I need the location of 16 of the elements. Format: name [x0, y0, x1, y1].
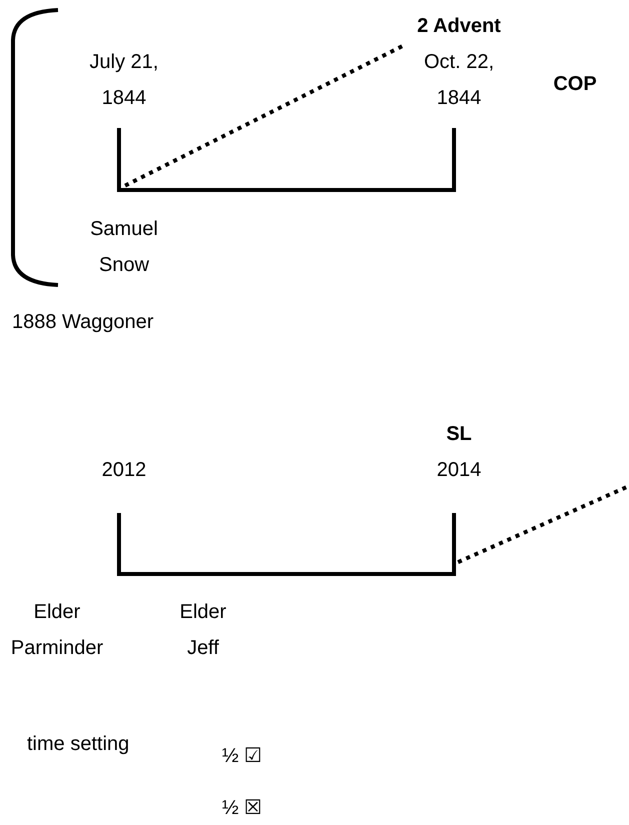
note-label: time setting — [27, 732, 130, 757]
name-label: Elder Parminder — [10, 600, 104, 661]
mark-label: ½ ☑ — [222, 744, 264, 769]
date-label: Oct. 22, 1844 — [422, 50, 496, 111]
name-label: Elder Jeff — [178, 600, 228, 661]
mark-label: ½ ☒ — [222, 796, 264, 821]
dotted-line — [457, 484, 629, 564]
side-label: COP — [552, 72, 598, 97]
date-label: July 21, 1844 — [88, 50, 160, 111]
heading-label: 2 Advent — [416, 14, 502, 39]
heading-label: SL — [445, 422, 473, 447]
dotted-line — [124, 44, 404, 188]
date-label: 2014 — [436, 458, 482, 483]
date-label: 2012 — [100, 458, 148, 483]
name-label: Samuel Snow — [89, 217, 159, 278]
year-label: 1888 Waggoner — [12, 310, 155, 335]
